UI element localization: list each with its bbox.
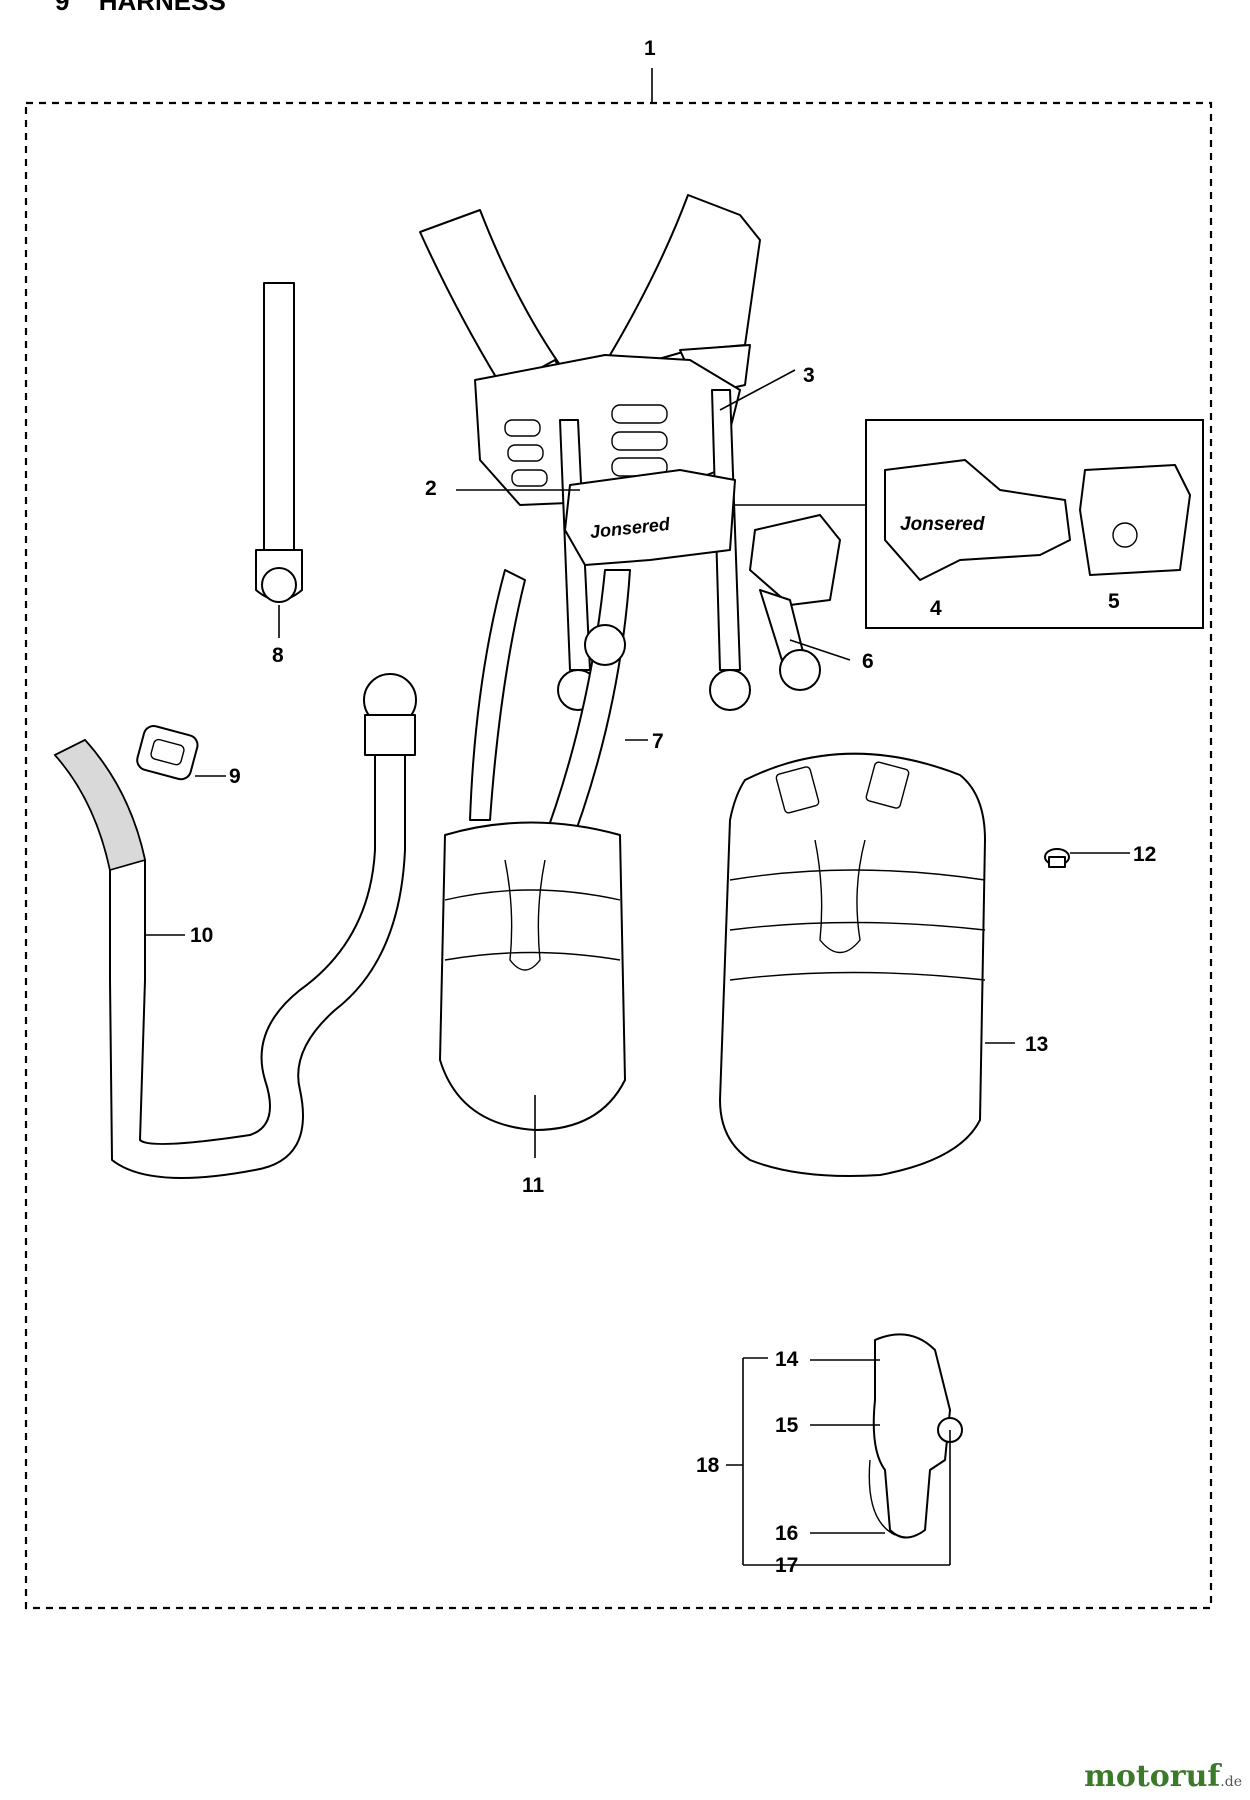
callout-17: 17 — [775, 1554, 798, 1577]
part-12-screw — [1044, 848, 1070, 868]
harness-assembly: Jonsered — [419, 194, 841, 861]
part-13-hip-pad — [719, 752, 986, 1177]
callout-1: 1 — [644, 37, 656, 60]
inset-brand: Jonsered — [900, 514, 985, 535]
callout-2: 2 — [425, 477, 437, 500]
callout-12: 12 — [1133, 843, 1156, 866]
hook-assembly — [868, 1333, 963, 1539]
section-number: 9 — [55, 0, 70, 16]
callout-3: 3 — [803, 364, 815, 387]
callout-4: 4 — [930, 597, 942, 620]
callout-8: 8 — [272, 644, 284, 667]
callout-15: 15 — [775, 1414, 799, 1437]
callout-10: 10 — [190, 924, 213, 947]
callout-14: 14 — [775, 1348, 799, 1371]
callout-6: 6 — [862, 650, 874, 673]
part-8-strap — [255, 282, 303, 603]
section-header: 9 HARNESS — [55, 0, 226, 14]
callout-9: 9 — [229, 765, 241, 788]
section-title: HARNESS — [98, 0, 226, 16]
callout-11: 11 — [522, 1174, 545, 1197]
watermark-logo: motoruf.de — [1084, 1759, 1242, 1794]
part-9-buckle — [136, 725, 199, 781]
callout-16: 16 — [775, 1522, 798, 1545]
kit-boundary — [24, 101, 1213, 1610]
callout-7: 7 — [652, 730, 664, 753]
part-10-strap — [53, 673, 417, 1179]
callout-18: 18 — [696, 1454, 720, 1477]
callout-13: 13 — [1025, 1033, 1048, 1056]
part-11-hip-pad — [439, 821, 626, 1131]
callout-5: 5 — [1108, 590, 1120, 613]
